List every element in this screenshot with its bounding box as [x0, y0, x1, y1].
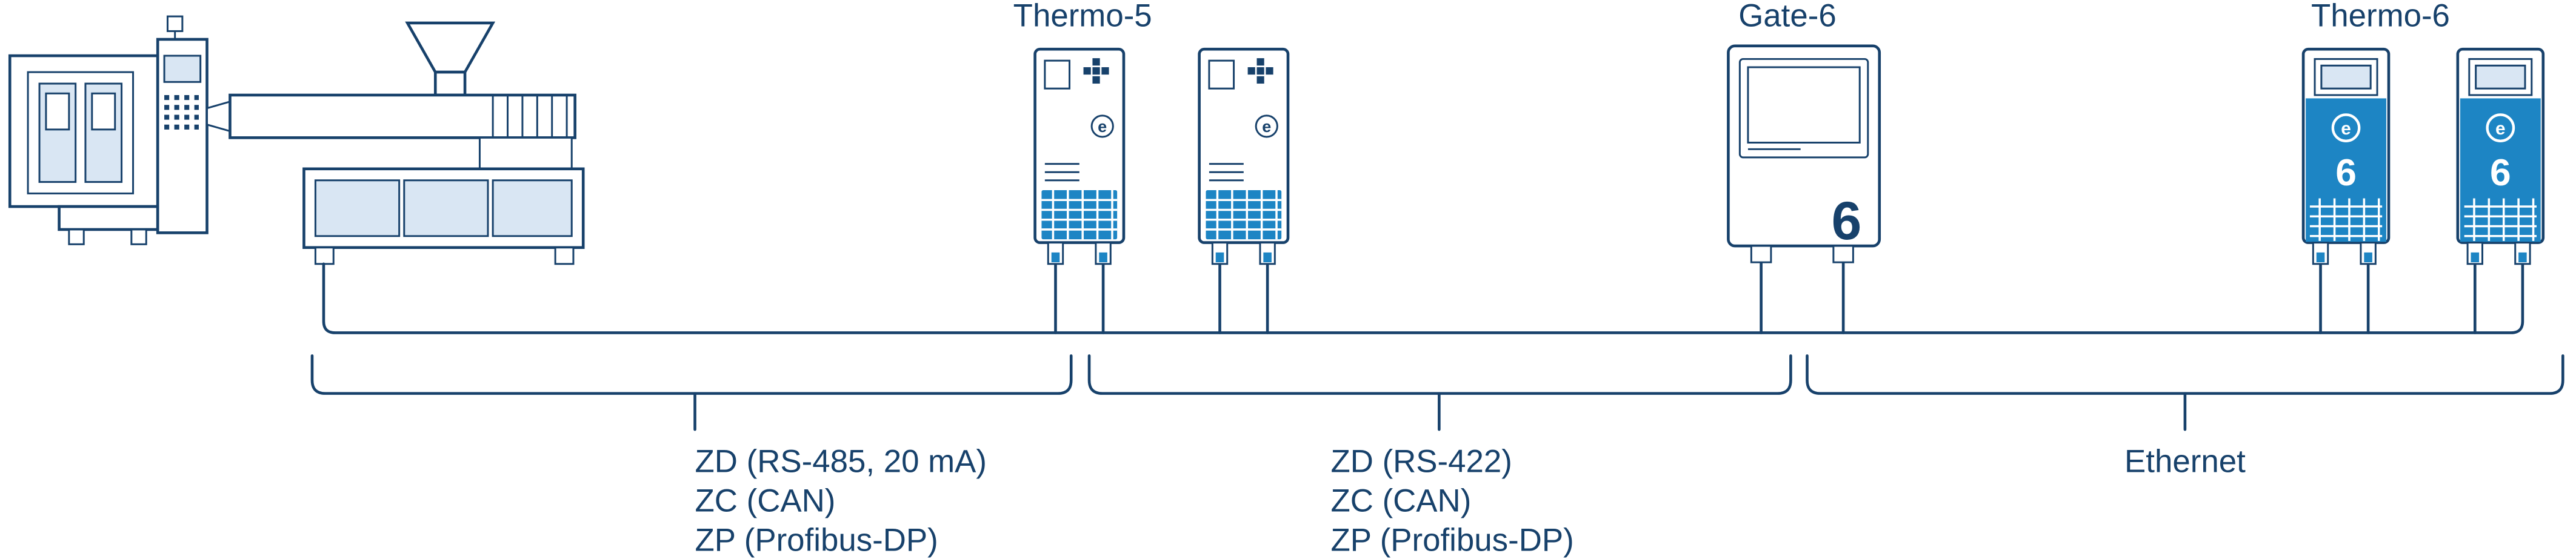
keypad-plus-icon: [1247, 58, 1273, 84]
hopper-neck: [433, 70, 467, 97]
thermo5-unit-2: e: [1198, 47, 1290, 265]
e-logo-letter: e: [1098, 117, 1107, 136]
clamp-base-step: [58, 205, 159, 231]
caster-wheel: [1263, 252, 1272, 263]
machine-foot: [554, 246, 575, 265]
caster-wheel: [1051, 252, 1060, 263]
bus-taps: [1054, 259, 2477, 334]
machine-foot: [314, 246, 335, 265]
caster-foot: [1832, 245, 1854, 263]
bus-1-line-2: ZC (CAN): [695, 483, 836, 519]
thermo6-unit-2: e 6: [2456, 47, 2545, 265]
e-logo-icon: [2331, 113, 2361, 142]
bus-cabling: [322, 259, 2524, 334]
bus-3-line-1: Ethernet: [2124, 444, 2246, 480]
thermo6-unit-1: e 6: [2301, 47, 2391, 265]
e-logo-icon: [2486, 113, 2515, 142]
base-panel: [314, 179, 401, 237]
bus-2-line-3: ZP (Profibus-DP): [1330, 522, 1573, 558]
heater-bands: [492, 94, 568, 138]
vent-slots: [1209, 163, 1244, 182]
thermo5-label: Thermo-5: [1013, 0, 1152, 33]
nozzle: [206, 100, 231, 133]
bus-bracket-2: [1087, 354, 1792, 431]
vent-grill: [2309, 198, 2383, 241]
caster-wheel: [2364, 252, 2372, 263]
unit-display: [1208, 59, 1235, 90]
unit-display: [1044, 59, 1070, 90]
keypad-plus-icon: [1083, 58, 1109, 84]
bus-bracket-1: [310, 354, 1073, 431]
bus-3-labels: Ethernet: [2124, 444, 2246, 480]
display-screen: [2475, 64, 2526, 90]
bus-bracket-3: [1806, 354, 2564, 431]
thermo5-unit-1: e: [1033, 47, 1126, 265]
caster-wheel: [1099, 252, 1107, 263]
caster-wheel: [2471, 252, 2480, 263]
e-logo-icon: [1255, 114, 1278, 138]
e-logo-letter: e: [2341, 119, 2351, 139]
caster-wheel: [2518, 252, 2527, 263]
caster-foot: [1750, 245, 1772, 263]
control-display: [163, 55, 202, 83]
vent-slots: [1044, 163, 1079, 182]
barrel: [229, 93, 576, 139]
vent-grill: [1206, 190, 1282, 240]
caster-foot: [2466, 242, 2483, 265]
caster-wheel: [2316, 252, 2325, 263]
door-window-left: [45, 92, 70, 131]
vent-grill: [1041, 190, 1118, 240]
thermo6-label: Thermo-6: [2311, 0, 2450, 33]
base-panel: [403, 179, 489, 237]
caster-wheel: [1215, 252, 1224, 263]
screen: [1747, 66, 1861, 144]
machine-foot: [130, 228, 147, 245]
door-window-right: [91, 92, 116, 131]
signal-lamp: [166, 15, 184, 32]
e-logo-icon: [1090, 114, 1114, 138]
bus-2-line-1: ZD (RS-422): [1330, 444, 1512, 480]
thermo6-numeral: 6: [2490, 152, 2511, 194]
machine-foot: [68, 228, 85, 245]
bus-1-line-1: ZD (RS-485, 20 mA): [695, 444, 987, 480]
bus-1-line-3: ZP (Profibus-DP): [695, 522, 938, 558]
thermo6-numeral: 6: [2335, 152, 2357, 194]
gate6-numeral: 6: [1832, 190, 1862, 251]
injection-molding-machine: [8, 15, 585, 265]
gate6-unit: 6: [1727, 44, 1881, 263]
display-screen: [2320, 64, 2372, 90]
hopper-funnel: [405, 21, 496, 74]
main-bus-line: [322, 262, 2524, 334]
bus-1-labels: ZD (RS-485, 20 mA) ZC (CAN) ZP (Profibus…: [695, 444, 987, 558]
vent-grill: [2464, 198, 2537, 241]
bus-2-line-2: ZC (CAN): [1330, 483, 1471, 519]
bus-2-labels: ZD (RS-422) ZC (CAN) ZP (Profibus-DP): [1330, 444, 1573, 558]
base-panel: [492, 179, 573, 237]
e-logo-letter: e: [1262, 117, 1271, 136]
gate6-label: Gate-6: [1738, 0, 1837, 33]
e-logo-letter: e: [2495, 119, 2506, 139]
injection-carriage: [478, 136, 573, 170]
